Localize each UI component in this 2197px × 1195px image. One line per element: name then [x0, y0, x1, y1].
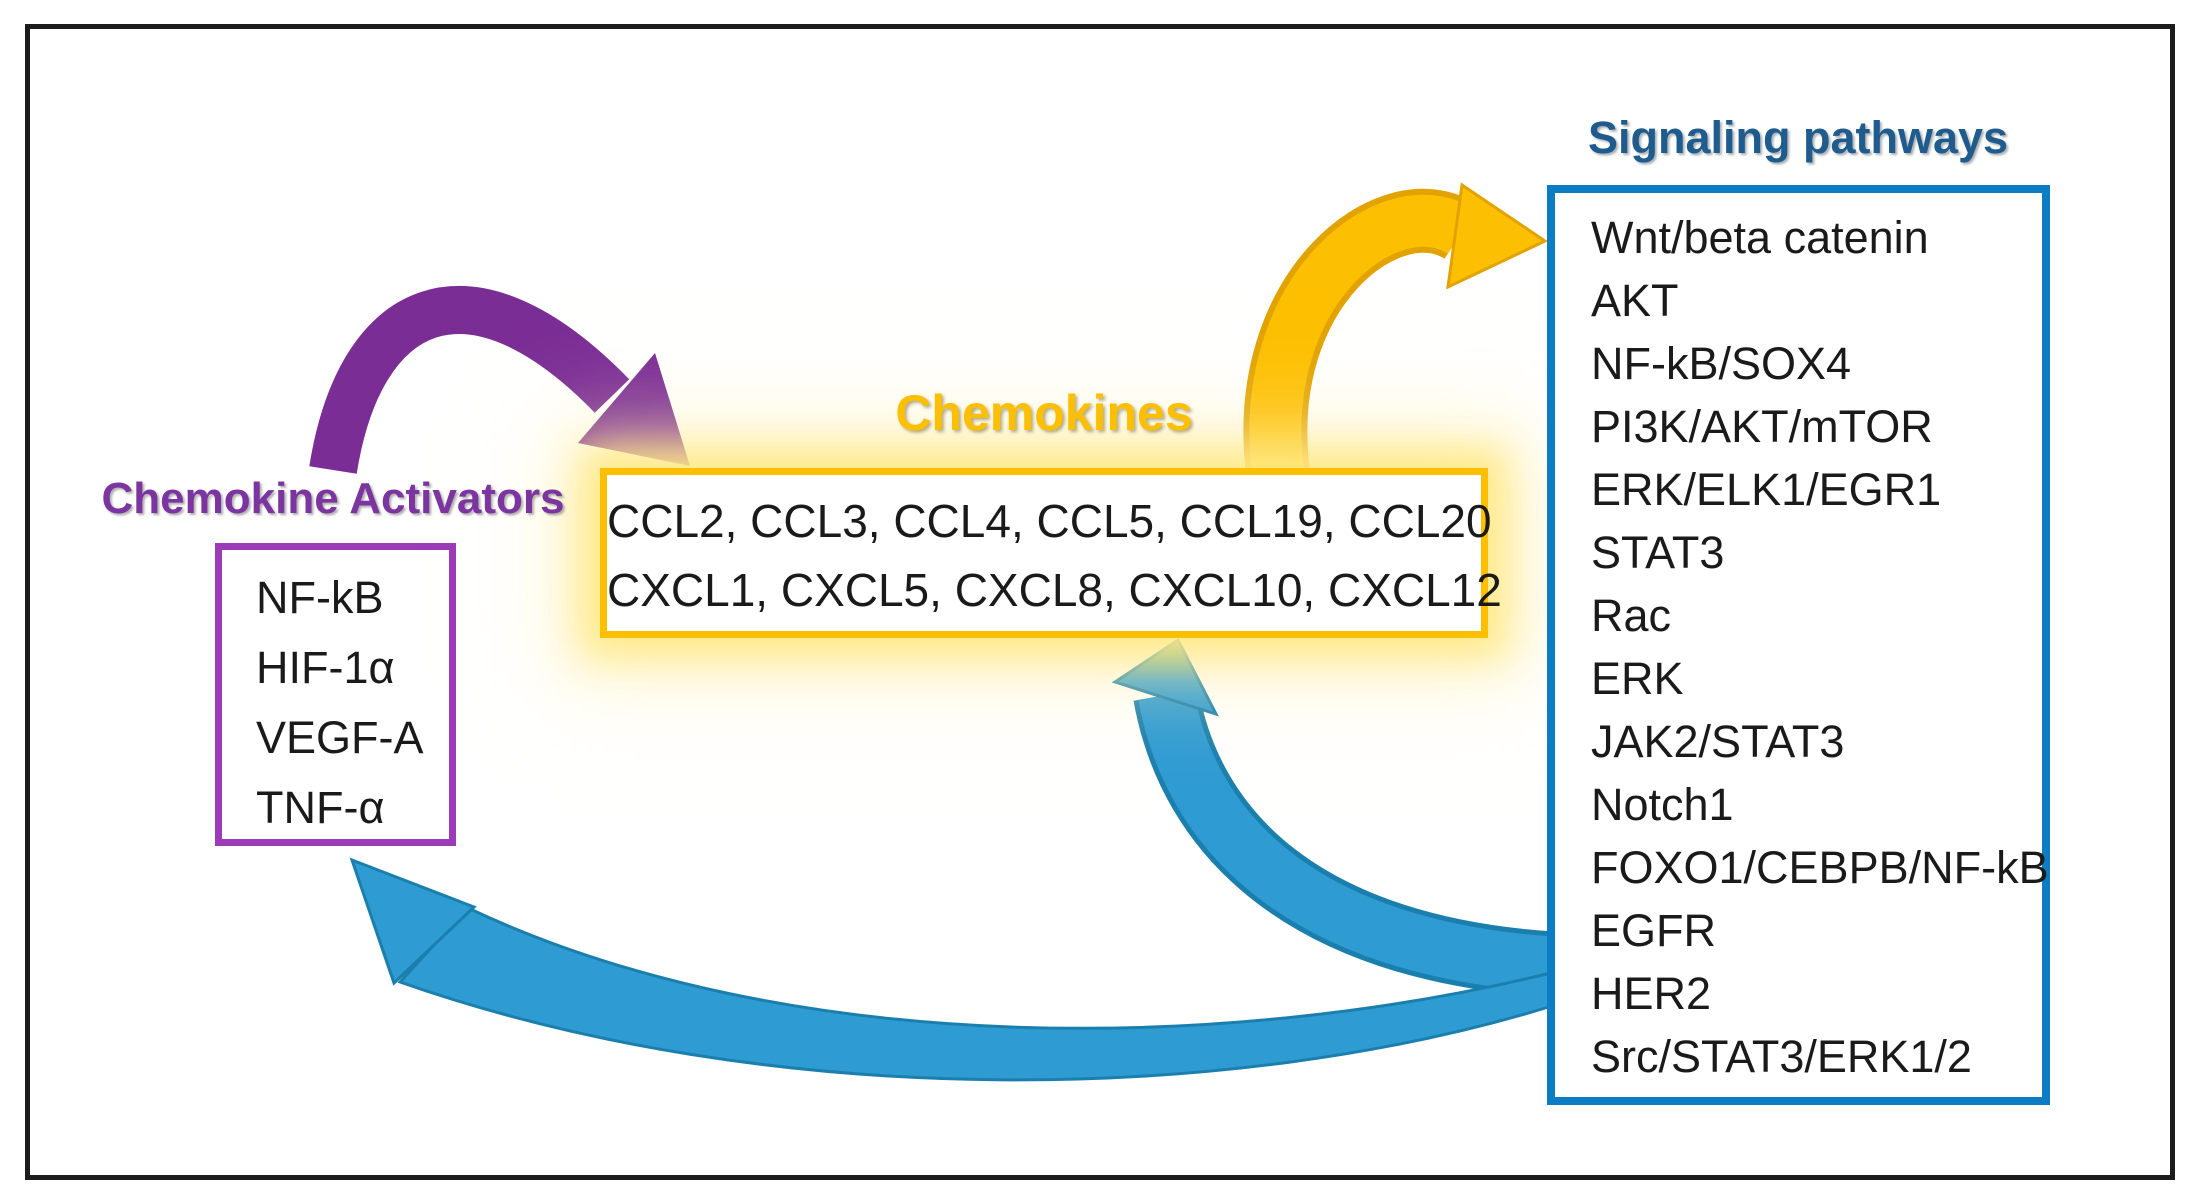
pathway-item: JAK2/STAT3	[1591, 716, 1845, 767]
pathway-item: AKT	[1591, 275, 1679, 326]
activators-to-chemokines-arrow	[309, 286, 690, 474]
pathways-to-activators-arrow	[349, 857, 1557, 1082]
pathways-to-chemokines-arrow	[1111, 637, 1562, 998]
pathways-title: Signaling pathways	[1587, 112, 2009, 163]
pathway-item: Wnt/beta catenin	[1591, 212, 1929, 263]
pathway-item: FOXO1/CEBPB/NF-kB	[1591, 842, 2049, 893]
pathway-item: Notch1	[1591, 779, 1734, 830]
pathway-item: PI3K/AKT/mTOR	[1591, 401, 1933, 452]
pathway-item: Rac	[1591, 590, 1672, 641]
chemokines-to-pathways-arrow	[1243, 182, 1549, 476]
pathway-item: Src/STAT3/ERK1/2	[1591, 1031, 1972, 1082]
chemokines-title: Chemokines	[895, 385, 1193, 441]
chemokine-line: CXCL1, CXCL5, CXCL8, CXCL10, CXCL12	[607, 564, 1502, 616]
outer-frame	[25, 24, 2175, 1180]
pathway-item: ERK/ELK1/EGR1	[1591, 464, 1942, 515]
activators-title: Chemokine Activators	[101, 474, 565, 523]
pathway-item: ERK	[1591, 653, 1684, 704]
activator-item: HIF-1α	[256, 642, 395, 693]
pathway-item: HER2	[1591, 968, 1712, 1019]
pathway-item: NF-kB/SOX4	[1591, 338, 1852, 389]
chemokine-line: CCL2, CCL3, CCL4, CCL5, CCL19, CCL20	[607, 495, 1492, 547]
activator-item: NF-kB	[256, 572, 384, 623]
activator-item: VEGF-A	[256, 712, 424, 763]
pathway-item: EGFR	[1591, 905, 1717, 956]
pathway-item: STAT3	[1591, 527, 1725, 578]
activator-item: TNF-α	[256, 782, 385, 833]
